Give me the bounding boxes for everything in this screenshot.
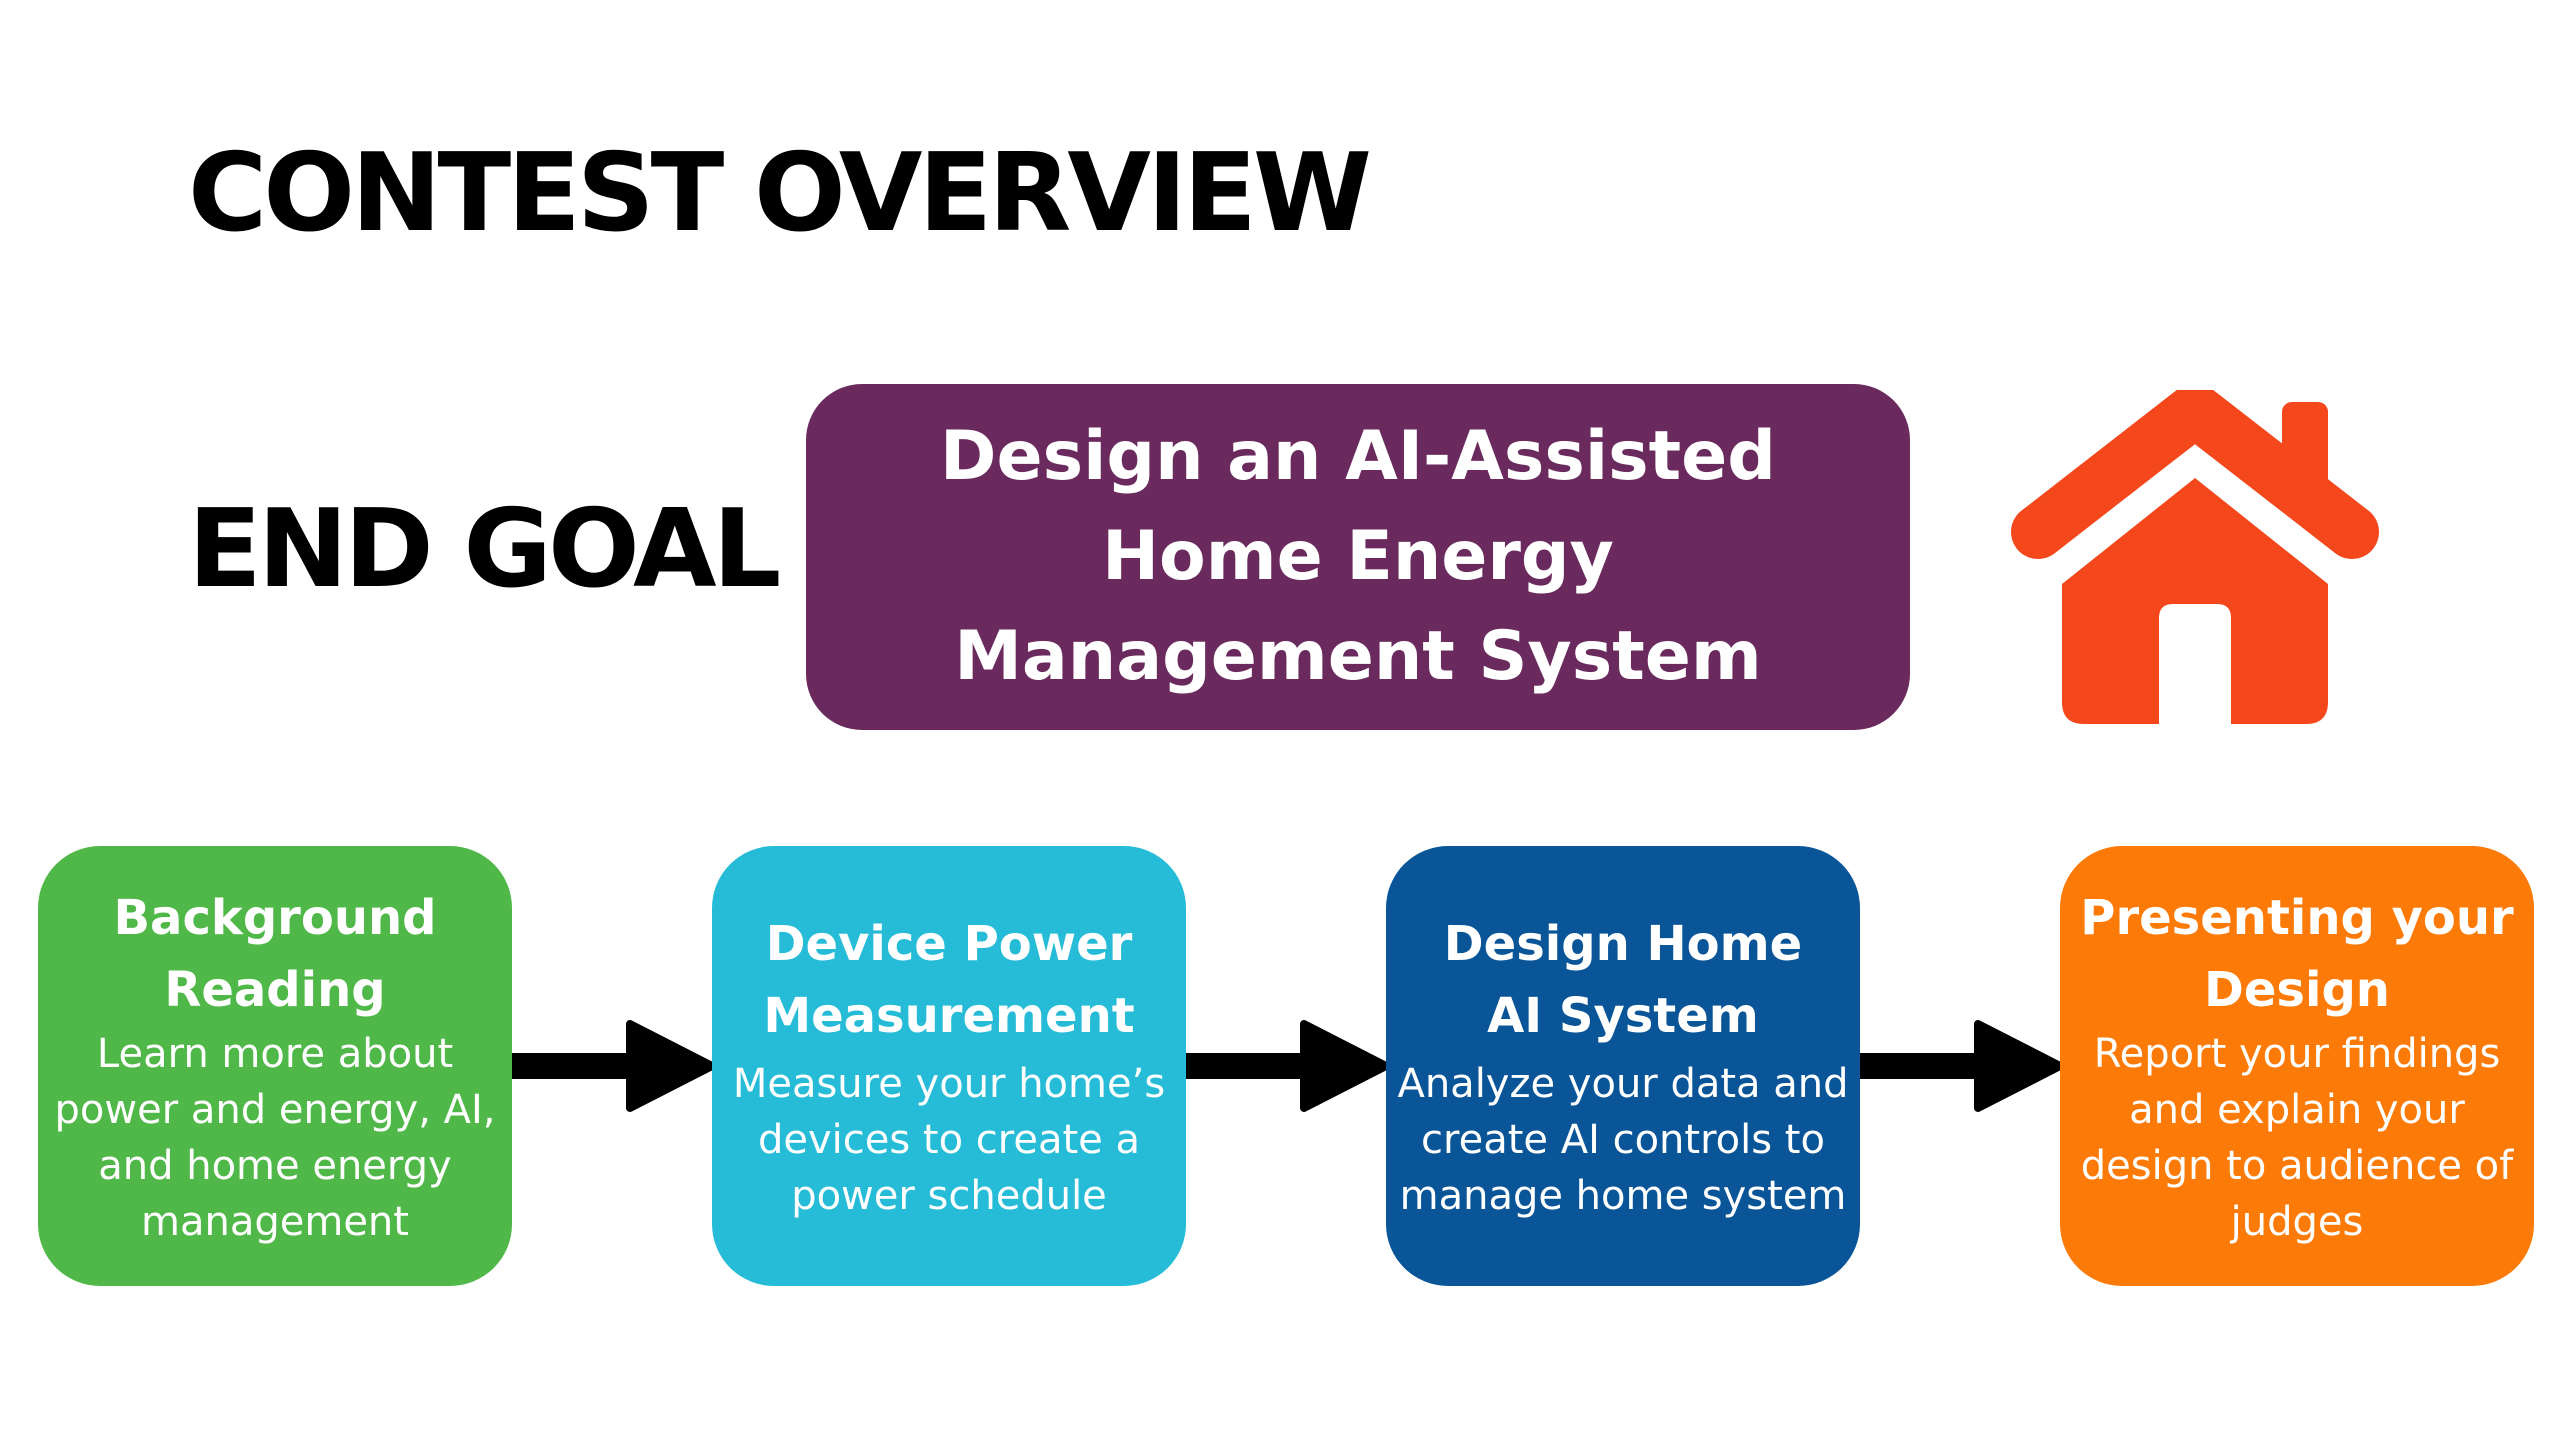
step-desc-line: create AI controls to xyxy=(1421,1117,1825,1163)
arrow-right-icon xyxy=(1860,1020,2060,1112)
step-desc-line: design to audience of xyxy=(2080,1143,2514,1189)
step-description: Learn more about power and energy, AI, a… xyxy=(55,1026,496,1250)
step-desc-line: Measure your home’s xyxy=(732,1061,1166,1107)
end-goal-line: Design an AI-Assisted xyxy=(940,417,1776,496)
step-desc-line: Learn more about xyxy=(96,1031,454,1077)
arrow-right-icon xyxy=(1186,1020,1386,1112)
step-background-reading: Background Reading Learn more about powe… xyxy=(38,846,512,1286)
end-goal-text: Design an AI-Assisted Home Energy Manage… xyxy=(940,407,1776,707)
step-title-line: Design Home xyxy=(1443,916,1803,972)
step-description: Analyze your data and create AI controls… xyxy=(1397,1056,1848,1224)
step-presenting-your-design: Presenting your Design Report your findi… xyxy=(2060,846,2534,1286)
step-desc-line: judges xyxy=(2230,1199,2364,1245)
end-goal-label: END GOAL xyxy=(188,487,781,612)
step-title-line: AI System xyxy=(1487,988,1759,1044)
house-icon xyxy=(2011,390,2379,724)
step-desc-line: power schedule xyxy=(791,1173,1107,1219)
step-desc-line: and explain your xyxy=(2129,1087,2465,1133)
step-title-line: Background xyxy=(113,890,437,946)
step-device-power-measurement: Device Power Measurement Measure your ho… xyxy=(712,846,1186,1286)
arrow-right-icon xyxy=(512,1020,712,1112)
step-desc-line: manage home system xyxy=(1399,1173,1847,1219)
step-title-line: Presenting your xyxy=(2080,890,2514,946)
step-desc-line: Report your findings xyxy=(2093,1031,2501,1077)
step-title-line: Reading xyxy=(164,962,386,1018)
step-desc-line: power and energy, AI, xyxy=(54,1087,496,1133)
step-desc-line: devices to create a xyxy=(757,1117,1140,1163)
page-title: CONTEST OVERVIEW xyxy=(188,131,1372,256)
step-description: Report your findings and explain your de… xyxy=(2081,1026,2513,1250)
step-title-line: Device Power xyxy=(765,916,1133,972)
step-title-line: Design xyxy=(2204,962,2390,1018)
step-description: Measure your home’s devices to create a … xyxy=(733,1056,1165,1224)
step-title-line: Measurement xyxy=(763,988,1135,1044)
step-design-home-ai-system: Design Home AI System Analyze your data … xyxy=(1386,846,1860,1286)
end-goal-line: Home Energy xyxy=(1102,517,1614,596)
end-goal-line: Management System xyxy=(954,617,1762,696)
step-title: Design Home AI System xyxy=(1444,908,1802,1052)
step-title: Background Reading xyxy=(113,882,436,1026)
step-desc-line: and home energy xyxy=(98,1143,452,1189)
step-title: Presenting your Design xyxy=(2080,882,2513,1026)
step-title: Device Power Measurement xyxy=(763,908,1134,1052)
step-desc-line: management xyxy=(141,1199,409,1245)
step-desc-line: Analyze your data and xyxy=(1397,1061,1849,1107)
end-goal-box: Design an AI-Assisted Home Energy Manage… xyxy=(806,384,1910,730)
